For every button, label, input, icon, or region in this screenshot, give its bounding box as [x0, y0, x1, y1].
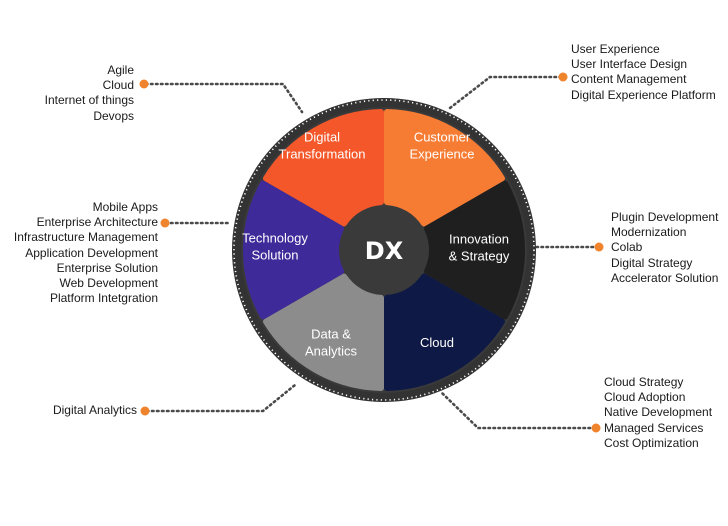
list-item: Plugin Development — [611, 210, 719, 224]
dot-customer-experience — [558, 72, 568, 82]
list-item: Infrastructure Management — [13, 230, 158, 245]
connector-digital-transformation — [144, 82, 304, 114]
list-item: User Interface Design — [571, 57, 688, 72]
segment-label-technology-solution: Solution — [252, 248, 299, 263]
segment-digital-transformation — [263, 109, 385, 227]
list-item: Managed Services — [604, 420, 704, 435]
dot-technology-solution — [160, 218, 170, 228]
dot-data-analytics — [140, 406, 150, 416]
list-item: Digital Analytics — [52, 403, 137, 417]
list-item: Devops — [93, 108, 134, 123]
connector-cloud — [440, 391, 597, 430]
ring-dotted-border — [233, 99, 535, 401]
segment-data-analytics — [263, 273, 385, 391]
center-label: DX — [365, 237, 404, 265]
dot-innovation-strategy — [594, 242, 604, 252]
list-item: Content Management — [571, 72, 687, 87]
segment-label-digital-transformation: Transformation — [279, 147, 366, 162]
list-item: Accelerator Solution — [611, 270, 719, 285]
segment-label-customer-experience: Customer — [414, 130, 471, 145]
list-item: Native Development — [604, 405, 713, 420]
segment-label-cloud: Cloud — [420, 335, 454, 350]
segment-label-customer-experience: Experience — [409, 147, 474, 162]
list-item: Digital Experience Platform — [571, 87, 716, 102]
list-item: Modernization — [611, 225, 687, 240]
segment-innovation-strategy — [423, 180, 525, 320]
connector-data-analytics — [145, 383, 297, 413]
list-item: Mobile Apps — [92, 200, 158, 214]
segment-label-innovation-strategy: & Strategy — [449, 249, 510, 264]
segment-label-digital-transformation: Digital — [304, 130, 340, 145]
segment-technology-solution — [243, 180, 345, 320]
list-item: Colab — [611, 240, 643, 255]
segment-label-data-analytics: Analytics — [305, 344, 358, 359]
list-item: Cost Optimization — [604, 435, 699, 450]
dot-digital-transformation — [139, 79, 149, 89]
segment-label-technology-solution: Technology — [242, 231, 308, 246]
list-item: Cloud Strategy — [604, 375, 684, 389]
list-item: Digital Strategy — [611, 255, 693, 270]
list-item: Enterprise Solution — [56, 260, 158, 275]
list-data-analytics: Digital Analytics — [53, 403, 137, 418]
list-item: Agile — [107, 63, 134, 77]
connector-customer-experience — [448, 75, 563, 110]
list-item: Enterprise Architecture — [36, 215, 158, 230]
list-item: Application Development — [25, 245, 158, 260]
segment-customer-experience — [383, 109, 505, 227]
list-item: Cloud — [102, 78, 134, 93]
list-item: Internet of things — [44, 93, 134, 108]
segment-label-data-analytics: Data & — [311, 327, 351, 342]
list-item: Web Development — [59, 276, 159, 291]
list-item: Platform Intetgration — [49, 291, 158, 306]
list-item: User Experience — [571, 42, 660, 56]
segment-label-innovation-strategy: Innovation — [449, 232, 509, 247]
dot-cloud — [591, 423, 601, 433]
segment-cloud — [383, 273, 505, 391]
list-item: Cloud Adoption — [604, 390, 686, 405]
